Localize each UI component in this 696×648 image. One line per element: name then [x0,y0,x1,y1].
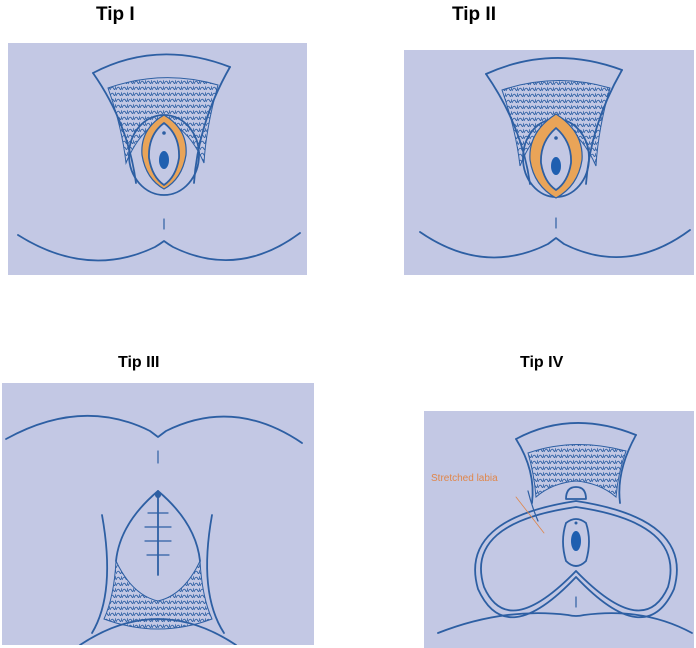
tip-2-title: Tip II [452,4,496,26]
tip-4-illustration [424,411,694,648]
tip-1-illustration [8,43,307,275]
tip-3-title: Tip III [118,354,159,372]
tip-1-diagram [8,43,307,275]
tip-4-diagram [424,411,694,648]
stretched-labia-annotation: Stretched labia [431,473,498,484]
tip-2-illustration [404,50,694,275]
hair-texture-icon [528,444,626,497]
tip-3-illustration [2,383,314,645]
tip-2-diagram [404,50,694,275]
tip-4-title: Tip IV [520,354,563,372]
tip-1-title: Tip I [96,4,135,26]
tip-3-diagram [2,383,314,645]
